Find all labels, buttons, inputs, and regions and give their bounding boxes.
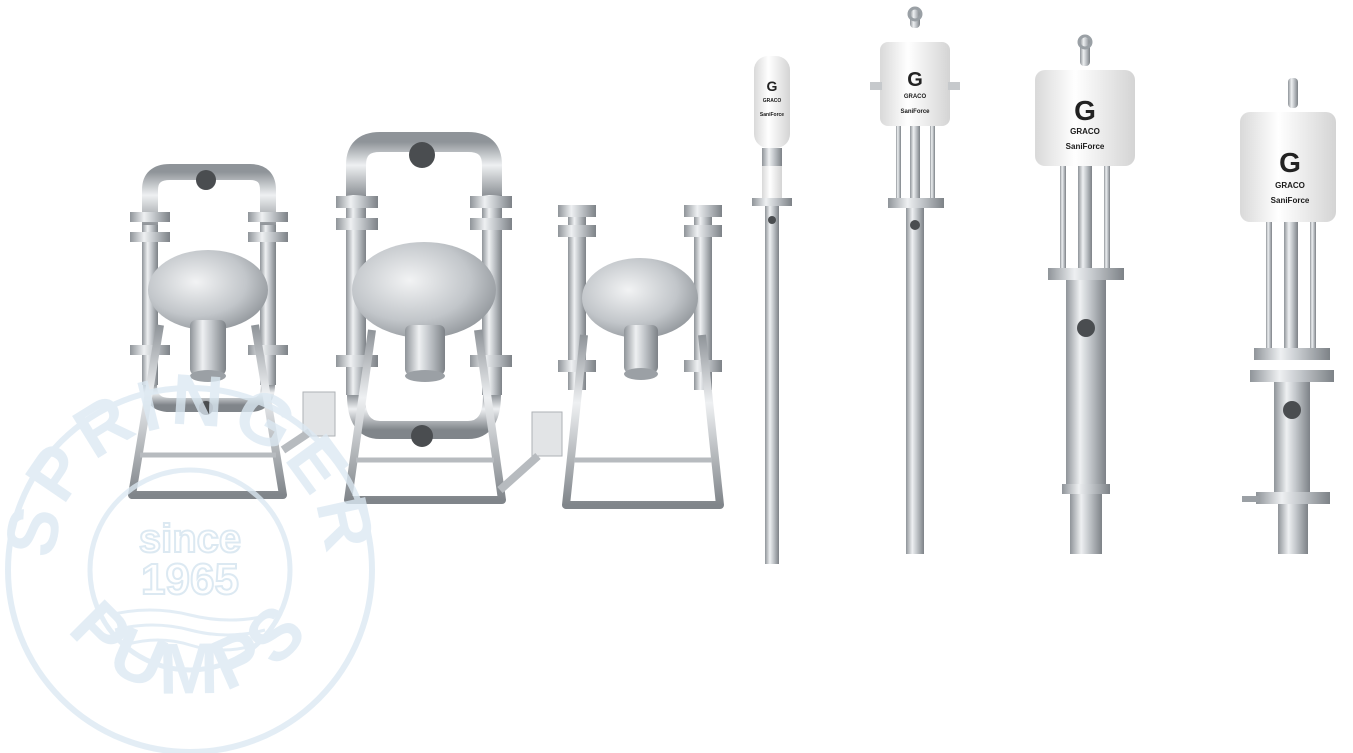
diaphragm-pump-open xyxy=(558,205,724,509)
svg-text:G: G xyxy=(1074,95,1096,126)
watermark-year-text: 1965 xyxy=(141,555,239,604)
product-line-label: SaniForce xyxy=(1271,196,1310,205)
piston-pump-large: G GRACO SaniForce xyxy=(1035,34,1135,554)
product-line-label: SaniForce xyxy=(760,112,784,118)
watermark-since-text: since xyxy=(139,517,241,561)
brand-label: GRACO xyxy=(763,98,782,104)
svg-text:G: G xyxy=(907,69,923,91)
product-line-label: SaniForce xyxy=(900,109,930,115)
diaphragm-pump-small xyxy=(128,164,336,499)
piston-pump-medium: G GRACO SaniForce xyxy=(870,6,960,554)
product-line-label: SaniForce xyxy=(1066,142,1105,151)
brand-label: GRACO xyxy=(904,94,927,100)
piston-pump-sanitary: G GRACO SaniForce xyxy=(1240,78,1336,554)
diaphragm-pump-large xyxy=(336,132,563,504)
drum-pump-narrow: G GRACO SaniForce xyxy=(752,56,792,564)
svg-text:G: G xyxy=(1279,147,1301,178)
brand-label: GRACO xyxy=(1275,181,1305,190)
brand-label: GRACO xyxy=(1070,127,1100,136)
watermark-bottom-text: PUMPS xyxy=(55,586,325,710)
svg-text:G: G xyxy=(767,78,778,94)
